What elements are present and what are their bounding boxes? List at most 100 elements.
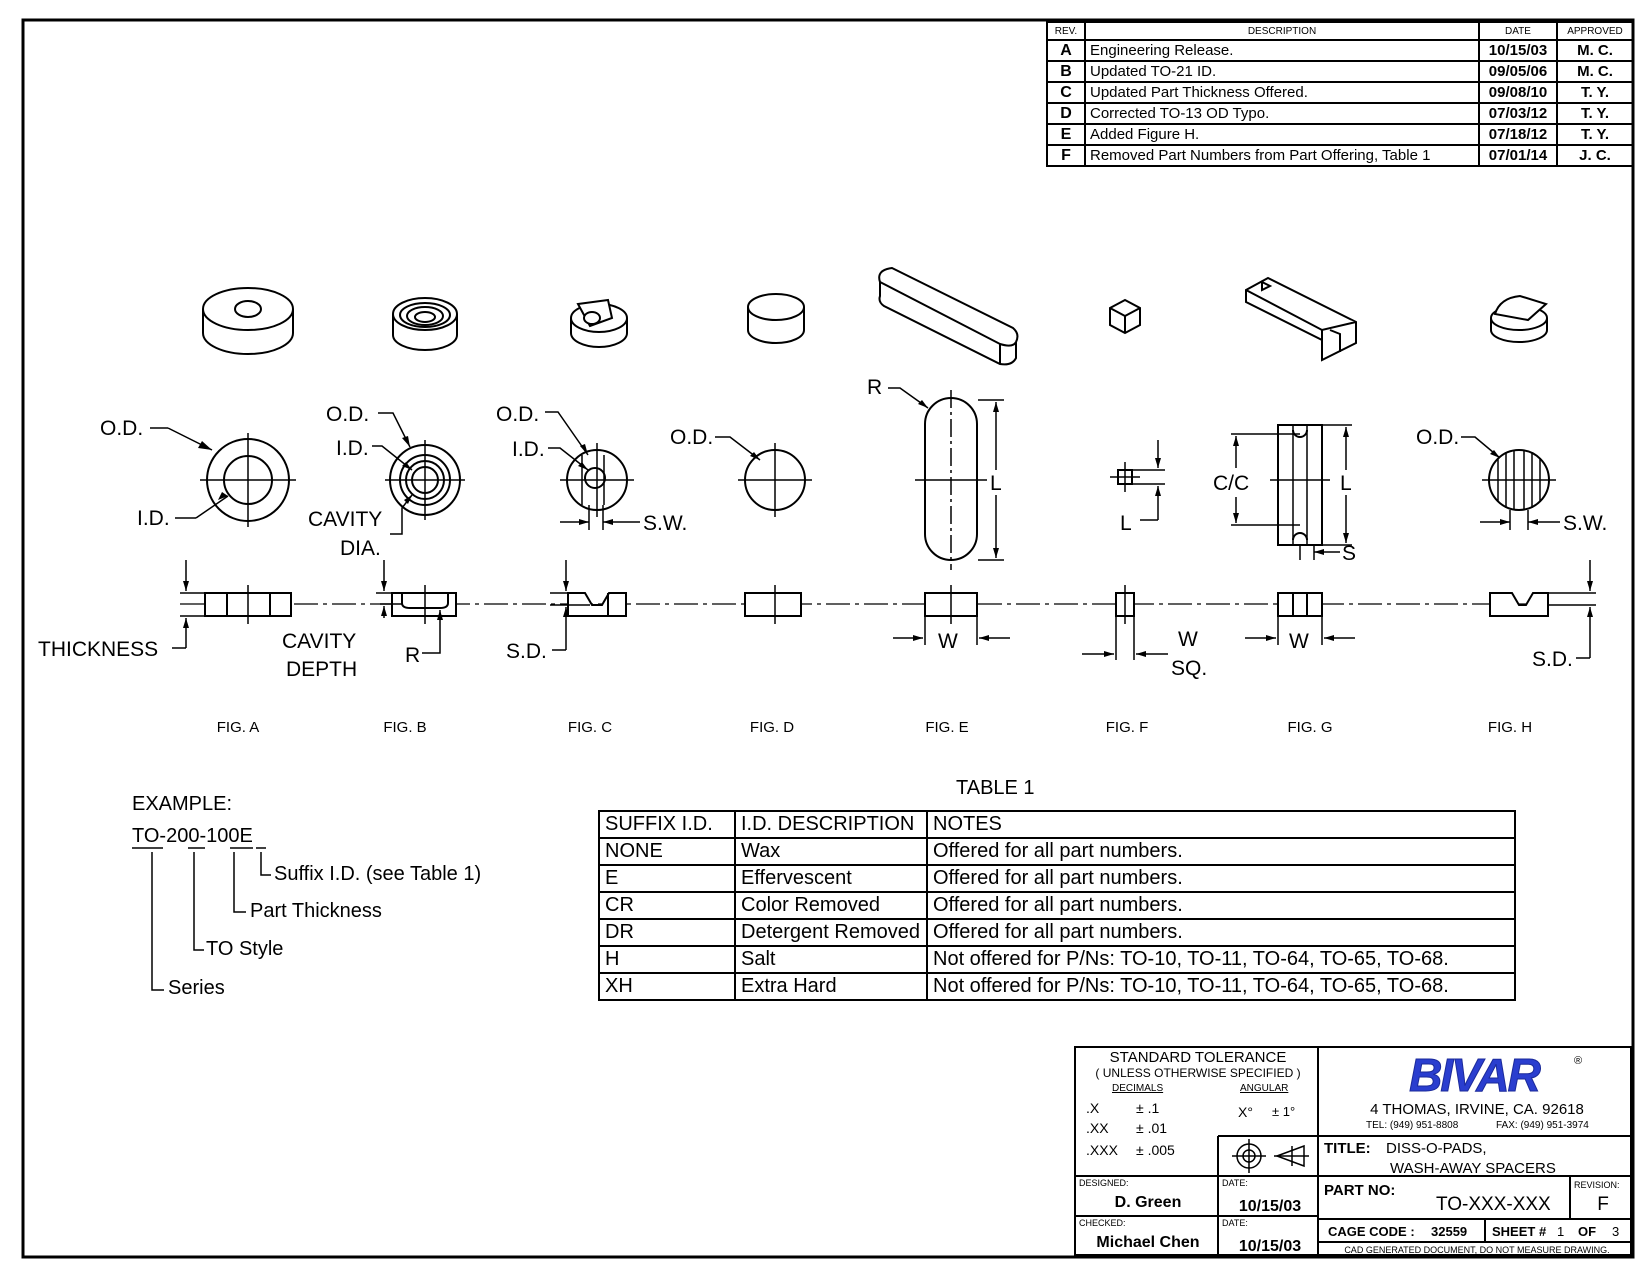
sheet-border xyxy=(21,18,1635,1259)
label-id-b: I.D. xyxy=(336,437,369,460)
angular-key: X° xyxy=(1238,1104,1253,1120)
table-row: H Salt Not offered for P/Ns: TO-10, TO-1… xyxy=(598,945,1516,974)
rev-approved: M. C. xyxy=(1556,39,1634,62)
checked-by: Michael Chen xyxy=(1096,1234,1200,1251)
rev-approved: M. C. xyxy=(1556,60,1634,83)
sheet-number: 1 xyxy=(1557,1224,1565,1239)
title-line-1: DISS-O-PADS, xyxy=(1386,1140,1487,1157)
front-fig-h xyxy=(1461,436,1560,530)
rev-description: Removed Part Numbers from Part Offering,… xyxy=(1084,144,1480,167)
title-block-lines: BIVAR ® xyxy=(1074,1046,1632,1256)
revision-row: A Engineering Release. 10/15/03 M. C. xyxy=(1046,39,1634,62)
label-od-b: O.D. xyxy=(326,403,369,426)
company-tel: TEL: (949) 951-8808 xyxy=(1366,1120,1459,1131)
rev-description: Updated TO-21 ID. xyxy=(1084,60,1480,83)
iso-fig-e xyxy=(878,266,1019,366)
label-id-c: I.D. xyxy=(512,438,545,461)
designed-date-label: DATE: xyxy=(1222,1178,1248,1188)
example-thickness: Part Thickness xyxy=(250,900,382,922)
suffix-cell: E xyxy=(598,864,736,893)
table1-title: TABLE 1 xyxy=(956,777,1035,799)
revision-row: B Updated TO-21 ID. 09/05/06 M. C. xyxy=(1046,60,1634,83)
rev-approved: T. Y. xyxy=(1556,81,1634,104)
rev-description: Corrected TO-13 OD Typo. xyxy=(1084,102,1480,125)
label-id-a: I.D. xyxy=(137,507,170,530)
checked-date: 10/15/03 xyxy=(1238,1238,1302,1255)
rev-date: 09/08/10 xyxy=(1478,81,1558,104)
figure-captions: FIG. A FIG. B FIG. C FIG. D FIG. E FIG. … xyxy=(217,719,1532,736)
revision-row: D Corrected TO-13 OD Typo. 07/03/12 T. Y… xyxy=(1046,102,1634,125)
rev-letter: B xyxy=(1046,60,1086,83)
checked-date-label: DATE: xyxy=(1222,1218,1248,1228)
revision-row: E Added Figure H. 07/18/12 T. Y. xyxy=(1046,123,1634,146)
part-no-label: PART NO: xyxy=(1324,1182,1396,1199)
example-series: Series xyxy=(168,977,225,999)
table-row: CR Color Removed Offered for all part nu… xyxy=(598,891,1516,920)
registered-mark: ® xyxy=(1574,1055,1582,1067)
side-views xyxy=(172,560,1596,660)
label-cavity-depth-1: CAVITY xyxy=(282,630,356,653)
fig-c-caption: FIG. C xyxy=(568,719,612,736)
label-r-b: R xyxy=(405,644,420,667)
approved-header: APPROVED xyxy=(1556,21,1634,41)
notes-header: NOTES xyxy=(926,810,1516,839)
front-fig-a xyxy=(150,427,296,527)
revision-table: REV. DESCRIPTION DATE APPROVED A Enginee… xyxy=(1046,21,1634,167)
designed-by: D. Green xyxy=(1114,1194,1182,1211)
label-od-h: O.D. xyxy=(1416,426,1459,449)
decimal-val: ± .1 xyxy=(1136,1100,1160,1116)
front-views xyxy=(150,387,1560,570)
fig-b-caption: FIG. B xyxy=(383,719,426,736)
front-fig-d xyxy=(715,436,812,517)
label-cc-g: C/C xyxy=(1213,472,1249,495)
front-fig-g xyxy=(1231,424,1352,560)
fig-d-caption: FIG. D xyxy=(750,719,794,736)
description-cell: Wax xyxy=(734,837,928,866)
label-sw-c: S.W. xyxy=(643,512,687,535)
notes-cell: Offered for all part numbers. xyxy=(926,837,1516,866)
of-label: OF xyxy=(1578,1224,1597,1239)
label-w-e: W xyxy=(938,630,958,653)
designed-date: 10/15/03 xyxy=(1238,1198,1302,1215)
title-line-2: WASH-AWAY SPACERS xyxy=(1390,1160,1556,1177)
cage-code: 32559 xyxy=(1431,1224,1468,1239)
label-od-a: O.D. xyxy=(100,417,143,440)
table-row: DR Detergent Removed Offered for all par… xyxy=(598,918,1516,947)
title-label: TITLE: xyxy=(1324,1140,1371,1157)
example-style: TO Style xyxy=(206,938,283,960)
label-cavity-depth-2: DEPTH xyxy=(286,658,357,681)
iso-fig-a xyxy=(202,287,294,355)
label-dia-b: DIA. xyxy=(340,537,381,560)
notes-cell: Offered for all part numbers. xyxy=(926,864,1516,893)
rev-date: 07/03/12 xyxy=(1478,102,1558,125)
checked-label: CHECKED: xyxy=(1079,1218,1126,1228)
rev-date: 07/01/14 xyxy=(1478,144,1558,167)
decimal-key: .XXX xyxy=(1086,1142,1118,1158)
suffix-header: SUFFIX I.D. xyxy=(598,810,736,839)
part-no: TO-XXX-XXX xyxy=(1436,1194,1551,1215)
notes-cell: Not offered for P/Ns: TO-10, TO-11, TO-6… xyxy=(926,945,1516,974)
decimal-val: ± .01 xyxy=(1136,1120,1168,1136)
label-s-g: S xyxy=(1342,542,1356,565)
rev-letter: C xyxy=(1046,81,1086,104)
designed-label: DESIGNED: xyxy=(1079,1178,1129,1188)
arrowheads xyxy=(183,400,1593,657)
sheet-total: 3 xyxy=(1612,1224,1620,1239)
front-fig-b xyxy=(372,412,465,535)
front-fig-e xyxy=(888,387,1004,570)
label-r-e: R xyxy=(867,376,882,399)
label-w-f: W xyxy=(1178,628,1198,651)
iso-fig-h xyxy=(1490,294,1548,343)
rev-description: Updated Part Thickness Offered. xyxy=(1084,81,1480,104)
front-fig-f xyxy=(1110,440,1165,521)
iso-views xyxy=(202,266,1548,366)
label-od-d: O.D. xyxy=(670,426,713,449)
example-part: TO-200-100E xyxy=(132,825,253,847)
rev-approved: T. Y. xyxy=(1556,123,1634,146)
cad-note: CAD GENERATED DOCUMENT, DO NOT MEASURE D… xyxy=(1344,1245,1610,1255)
description-cell: Color Removed xyxy=(734,891,928,920)
decimal-key: .XX xyxy=(1086,1120,1109,1136)
label-od-c: O.D. xyxy=(496,403,539,426)
decimal-key: .X xyxy=(1086,1100,1100,1116)
